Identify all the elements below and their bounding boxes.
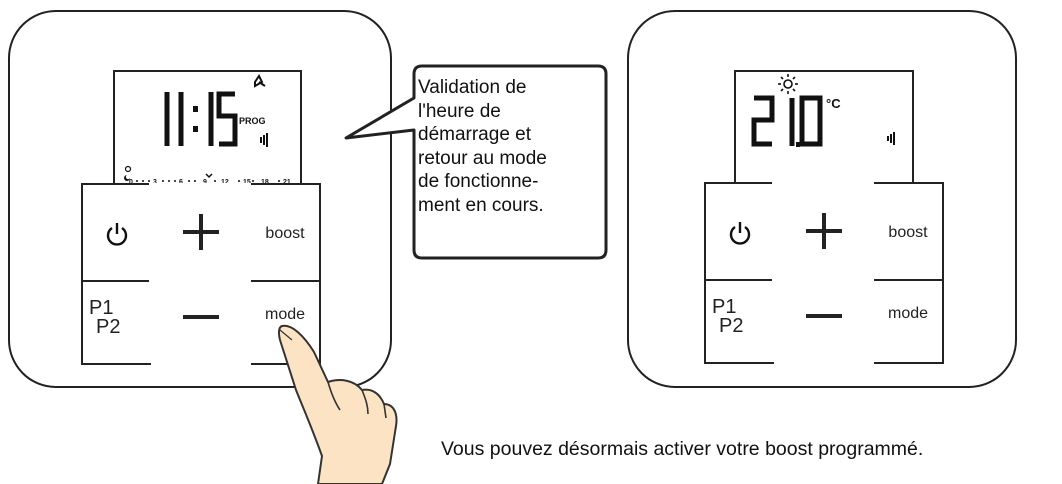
p1-p2-button[interactable]: P1 P2 xyxy=(704,279,774,364)
callout-line: retour au mode xyxy=(418,147,547,169)
p1-label: P1 xyxy=(89,297,114,319)
boost-label: boost xyxy=(265,224,305,242)
timeline-tick: 9 xyxy=(203,179,207,186)
pointing-hand-icon xyxy=(277,324,398,484)
moon-icon xyxy=(124,175,130,181)
power-button[interactable] xyxy=(81,183,151,282)
p1-label: P1 xyxy=(712,296,737,318)
timeline-tick: 15 xyxy=(243,179,251,186)
timeline-tick: 18 xyxy=(261,179,269,186)
minus-button[interactable] xyxy=(149,280,253,353)
mode-button[interactable]: mode xyxy=(874,279,944,364)
timeline-marker-icon xyxy=(205,173,213,179)
mode-label: mode xyxy=(887,304,929,322)
thermostat-left: PROG 0 3 6 9 12 15 18 21 xyxy=(8,10,392,388)
timeline-tick: 21 xyxy=(283,179,291,186)
power-icon xyxy=(729,221,751,245)
boost-button[interactable]: boost xyxy=(874,182,944,281)
power-icon xyxy=(106,222,128,246)
p1-p2-button[interactable]: P1 P2 xyxy=(81,280,151,365)
lcd-time-readout: PROG 0 3 6 9 12 15 18 21 xyxy=(124,74,291,186)
sun-icon xyxy=(124,165,132,173)
minus-icon xyxy=(806,313,842,318)
signal-icon xyxy=(887,132,895,145)
power-button[interactable] xyxy=(704,182,774,281)
lcd-temperature-readout: °C xyxy=(751,74,895,147)
timeline-tick: 12 xyxy=(221,179,229,186)
signal-icon xyxy=(260,133,268,147)
callout-line: ment en cours. xyxy=(418,194,544,216)
thermostat-right: °C P1 P2 boost mode xyxy=(627,10,1017,388)
timeline-tick: 6 xyxy=(179,179,183,186)
p2-label: P2 xyxy=(96,316,121,338)
temperature-unit: °C xyxy=(826,96,841,111)
sun-icon xyxy=(778,74,798,94)
timeline-tick: 0 xyxy=(129,179,133,186)
plus-button[interactable] xyxy=(149,183,253,280)
callout-line: Validation de xyxy=(418,77,527,98)
callout-bubble xyxy=(344,64,608,260)
plus-icon xyxy=(183,213,219,250)
fan-icon xyxy=(254,74,266,88)
minus-button[interactable] xyxy=(772,279,876,352)
timeline-tick: 3 xyxy=(153,179,157,186)
prog-indicator: PROG xyxy=(239,116,266,126)
callout-text: Validation de l'heure de démarrage et re… xyxy=(418,76,547,218)
mode-label: mode xyxy=(264,305,306,323)
boost-label: boost xyxy=(888,223,928,241)
boost-button[interactable]: boost xyxy=(251,183,321,282)
lcd-display-right: °C xyxy=(734,70,914,190)
caption-text: Vous pouvez désormais activer votre boos… xyxy=(441,438,924,460)
minus-icon xyxy=(183,314,219,319)
callout-line: démarrage et xyxy=(418,124,532,146)
keypad-right: P1 P2 boost mode xyxy=(704,182,944,364)
keypad-left: P1 P2 boost mode xyxy=(81,183,321,365)
callout-line: de fonctionne- xyxy=(418,171,539,193)
lcd-display-left: PROG 0 3 6 9 12 15 18 21 xyxy=(113,70,302,192)
plus-button[interactable] xyxy=(772,182,876,279)
plus-icon xyxy=(806,212,842,249)
p2-label: P2 xyxy=(719,315,744,337)
callout-line: l'heure de xyxy=(418,100,501,122)
